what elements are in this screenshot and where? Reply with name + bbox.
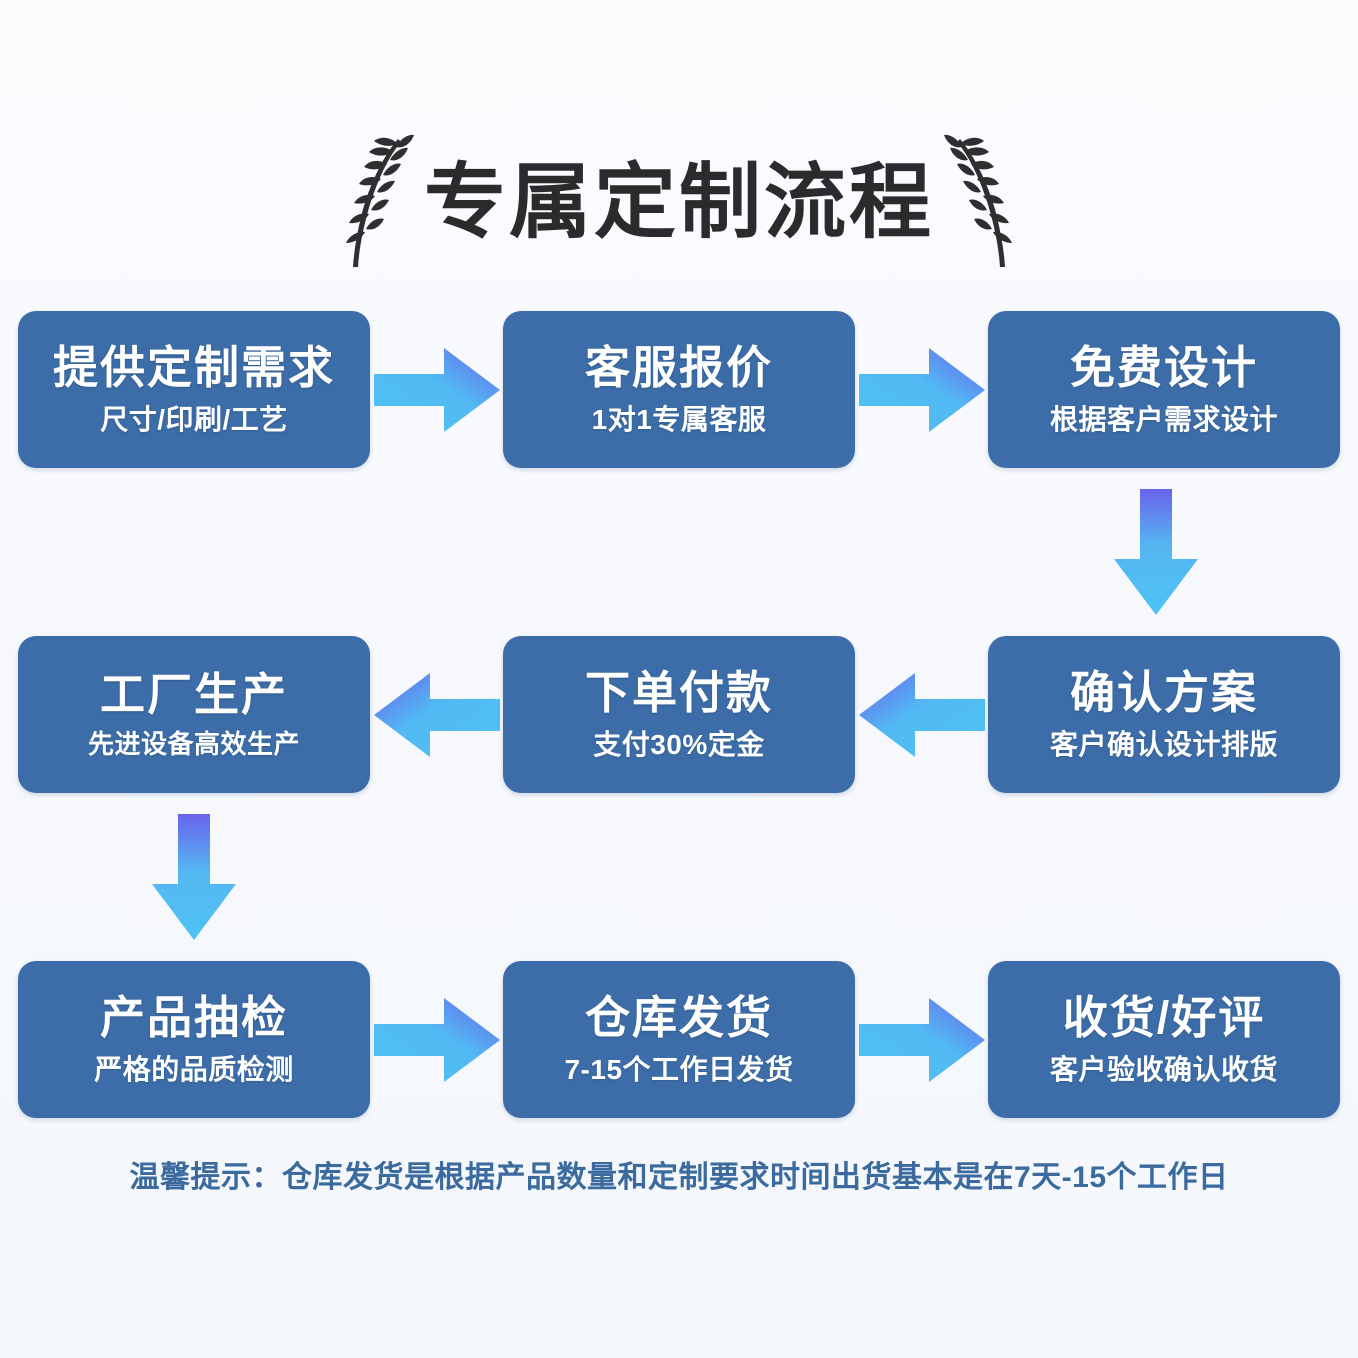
connector-4-7: [18, 812, 370, 942]
arrow-left-icon: [373, 672, 500, 757]
flow-step-8[interactable]: 仓库发货 7-15个工作日发货: [503, 961, 855, 1118]
page-title: 专属定制流程: [423, 157, 934, 248]
arrow-down-icon: [152, 814, 236, 940]
arrow-right-icon: [858, 997, 985, 1082]
flow-step-title: 下单付款: [584, 667, 773, 719]
flow-step-4[interactable]: 工厂生产 先进设备高效生产: [18, 636, 370, 793]
arrow-right-icon: [373, 997, 500, 1082]
flow-gap-1: [18, 471, 1340, 633]
flow-row-3: 产品抽检 严格的品质检测 仓库发货 7-15个工作日发货 收货/好评 客户验收确…: [18, 958, 1340, 1121]
flow-step-3[interactable]: 免费设计 根据客户需求设计: [988, 311, 1340, 468]
connector-1-2: [370, 311, 503, 468]
flow-step-title: 客服报价: [584, 342, 773, 394]
flow-step-subtitle: 严格的品质检测: [94, 1054, 294, 1086]
flow-step-subtitle: 根据客户需求设计: [1049, 404, 1278, 436]
flow-row-1: 提供定制需求 尺寸/印刷/工艺 客服报价 1对1专属客服 免费设计 根据客户需求…: [18, 308, 1340, 471]
flow-step-9[interactable]: 收货/好评 客户验收确认收货: [988, 961, 1340, 1118]
flow-step-subtitle: 尺寸/印刷/工艺: [100, 404, 288, 436]
flow-step-7[interactable]: 产品抽检 严格的品质检测: [18, 961, 370, 1118]
laurel-branch-right-icon: [944, 134, 1012, 267]
flow-step-5[interactable]: 下单付款 支付30%定金: [503, 636, 855, 793]
flow-gap-2: [18, 796, 1340, 958]
flow-diagram: 提供定制需求 尺寸/印刷/工艺 客服报价 1对1专属客服 免费设计 根据客户需求…: [18, 308, 1340, 1121]
flow-step-subtitle: 客户验收确认收货: [1049, 1054, 1278, 1086]
arrow-right-icon: [858, 347, 985, 432]
flow-step-subtitle: 客户确认设计排版: [1049, 729, 1278, 761]
connector-5-4: [370, 636, 503, 793]
page-title-block: 专属定制流程: [0, 128, 1358, 278]
flow-step-subtitle: 支付30%定金: [593, 729, 765, 761]
connector-7-8: [370, 961, 503, 1118]
flow-step-title: 收货/好评: [1062, 992, 1266, 1044]
flow-step-subtitle: 7-15个工作日发货: [564, 1054, 794, 1086]
flow-step-title: 免费设计: [1069, 342, 1258, 394]
footer-notice-block: 温馨提示：仓库发货是根据产品数量和定制要求时间出货基本是在7天-15个工作日: [0, 1152, 1358, 1196]
flow-step-6[interactable]: 确认方案 客户确认设计排版: [988, 636, 1340, 793]
flow-step-title: 产品抽检: [99, 992, 288, 1044]
arrow-right-icon: [373, 347, 500, 432]
arrow-down-icon: [1114, 489, 1198, 615]
arrow-left-icon: [858, 672, 985, 757]
flow-step-title: 仓库发货: [584, 992, 773, 1044]
footer-notice: 温馨提示：仓库发货是根据产品数量和定制要求时间出货基本是在7天-15个工作日: [129, 1161, 1229, 1194]
connector-2-3: [855, 311, 988, 468]
flow-row-2: 工厂生产 先进设备高效生产 下单付款 支付30%定金 确认方案 客户确认设计排版: [18, 633, 1340, 796]
connector-8-9: [855, 961, 988, 1118]
flow-step-1[interactable]: 提供定制需求 尺寸/印刷/工艺: [18, 311, 370, 468]
connector-3-6: [980, 487, 1332, 617]
flow-step-title: 确认方案: [1069, 667, 1258, 719]
flow-step-2[interactable]: 客服报价 1对1专属客服: [503, 311, 855, 468]
flow-step-title: 工厂生产: [99, 668, 288, 720]
flow-step-subtitle: 1对1专属客服: [591, 404, 767, 436]
flow-step-subtitle: 先进设备高效生产: [87, 729, 300, 760]
connector-6-5: [855, 636, 988, 793]
laurel-branch-left-icon: [345, 134, 414, 267]
flow-step-title: 提供定制需求: [52, 342, 335, 394]
